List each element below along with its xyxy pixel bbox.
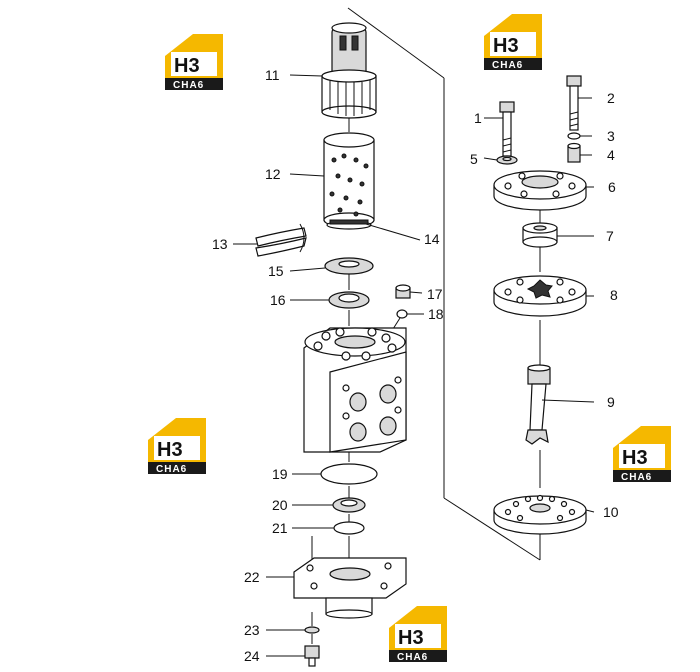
label-part-7: 7 <box>606 228 614 244</box>
watermark-logo-2: H3 CHA6 <box>484 14 542 71</box>
part-14-cross-pin <box>326 219 372 230</box>
part-19-oring <box>320 463 378 485</box>
label-part-16: 16 <box>270 292 286 308</box>
part-2-bolt <box>566 75 582 131</box>
part-17-check-plug <box>395 284 411 299</box>
part-13-centering-springs <box>255 223 307 257</box>
watermark-logo-1: H3 CHA6 <box>165 34 223 91</box>
label-part-10: 10 <box>603 504 619 520</box>
label-part-20: 20 <box>272 497 288 513</box>
watermark-logo-4: H3 CHA6 <box>613 426 671 483</box>
label-part-15: 15 <box>268 263 284 279</box>
part-8-gerotor-set <box>493 275 587 317</box>
label-part-8: 8 <box>610 287 618 303</box>
part-4-bushing <box>567 142 581 163</box>
label-part-11: 11 <box>265 67 280 83</box>
part-6-end-cap <box>493 170 587 211</box>
logo-mark: H3 <box>622 447 648 469</box>
part-20-seal <box>332 497 366 513</box>
logo-mark: H3 <box>174 55 200 77</box>
label-part-5: 5 <box>470 151 478 167</box>
part-9-drive-shaft <box>525 364 551 445</box>
part-number-labels: 1 2 3 4 5 6 7 8 9 10 11 12 13 14 15 16 1… <box>212 67 619 664</box>
label-part-14: 14 <box>424 231 440 247</box>
label-part-21: 21 <box>272 520 288 536</box>
logo-brand: CHA6 <box>173 80 204 91</box>
watermark-logo-5: H3 CHA6 <box>389 606 447 663</box>
valve-housing <box>303 327 407 453</box>
logo-brand: CHA6 <box>621 472 652 483</box>
part-3-oring <box>567 132 581 140</box>
logo-brand: CHA6 <box>156 464 187 475</box>
label-part-22: 22 <box>244 569 260 585</box>
logo-brand: CHA6 <box>397 652 428 663</box>
part-7-spacer <box>522 222 558 248</box>
leader-lines <box>233 74 595 657</box>
label-part-6: 6 <box>608 179 616 195</box>
part-16-seal <box>328 291 370 309</box>
part-22-flange <box>293 557 407 619</box>
part-11-valve-spool <box>321 22 377 119</box>
label-part-13: 13 <box>212 236 228 252</box>
label-part-4: 4 <box>607 147 615 163</box>
label-part-17: 17 <box>427 286 443 302</box>
label-part-19: 19 <box>272 466 288 482</box>
logo-mark: H3 <box>493 35 519 57</box>
part-18-small-oring <box>396 309 408 319</box>
logo-mark: H3 <box>398 627 424 649</box>
part-5-washer <box>496 155 518 165</box>
logo-brand: CHA6 <box>492 60 523 71</box>
part-23-washer <box>304 626 320 634</box>
label-part-12: 12 <box>265 166 281 182</box>
part-12-sleeve <box>323 132 375 228</box>
part-24-bolt <box>304 645 320 667</box>
part-21-oring <box>333 521 365 535</box>
part-1-bolt <box>499 101 515 157</box>
label-part-24: 24 <box>244 648 260 664</box>
label-part-2: 2 <box>607 90 615 106</box>
part-10-distributor-plate <box>493 494 587 535</box>
label-part-18: 18 <box>428 306 444 322</box>
label-part-9: 9 <box>607 394 615 410</box>
watermark-logo-3: H3 CHA6 <box>148 418 206 475</box>
logo-mark: H3 <box>157 439 183 461</box>
label-part-23: 23 <box>244 622 260 638</box>
label-part-1: 1 <box>474 110 482 126</box>
part-15-ring <box>324 257 374 275</box>
label-part-3: 3 <box>607 128 615 144</box>
